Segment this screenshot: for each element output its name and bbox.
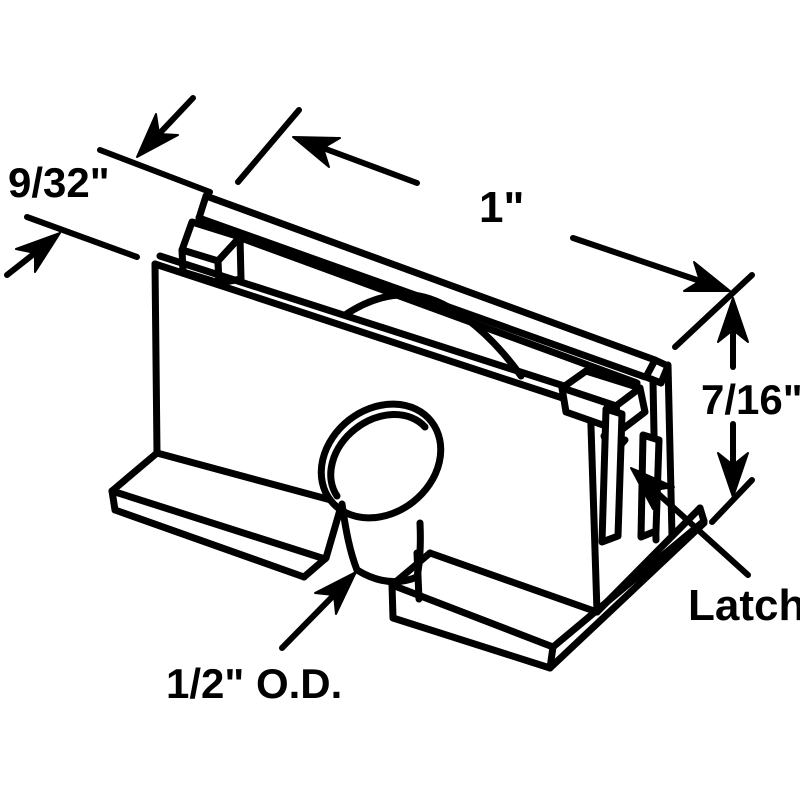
dim-track-width: 9/32" bbox=[4, 95, 213, 278]
arrow-icon bbox=[292, 136, 341, 168]
left-base-flange bbox=[108, 449, 346, 581]
arrow-icon bbox=[314, 571, 357, 615]
extension-line bbox=[97, 147, 213, 195]
extension-line bbox=[672, 272, 755, 350]
arrow-icon bbox=[630, 467, 675, 510]
dim-label-track-width: 9/32" bbox=[8, 159, 110, 206]
extension-line bbox=[24, 214, 140, 260]
dim-label-roller-diameter: 1/2" O.D. bbox=[166, 660, 342, 707]
roller-wheel bbox=[317, 400, 445, 522]
arrow-icon bbox=[15, 232, 61, 273]
extension-line bbox=[235, 107, 302, 185]
dim-roller-diameter: 1/2" O.D. bbox=[166, 571, 357, 707]
latch-slot bbox=[598, 405, 663, 546]
arrow-icon bbox=[683, 261, 731, 292]
latch-callout: Latch bbox=[630, 467, 800, 630]
roller-hub bbox=[338, 500, 424, 603]
base-extension bbox=[546, 504, 708, 672]
dim-label-height: 7/16" bbox=[701, 376, 800, 423]
dim-label-length: 1" bbox=[479, 183, 524, 232]
latch-label: Latch bbox=[688, 581, 800, 630]
roller-assembly-drawing bbox=[108, 192, 708, 672]
dim-height: 7/16" bbox=[701, 297, 800, 525]
extension-line bbox=[709, 477, 755, 525]
arrow-icon bbox=[136, 113, 179, 158]
arrow-icon bbox=[717, 452, 749, 498]
roller-wheel-top-arc bbox=[341, 291, 525, 380]
dim-length: 1" bbox=[235, 107, 755, 350]
